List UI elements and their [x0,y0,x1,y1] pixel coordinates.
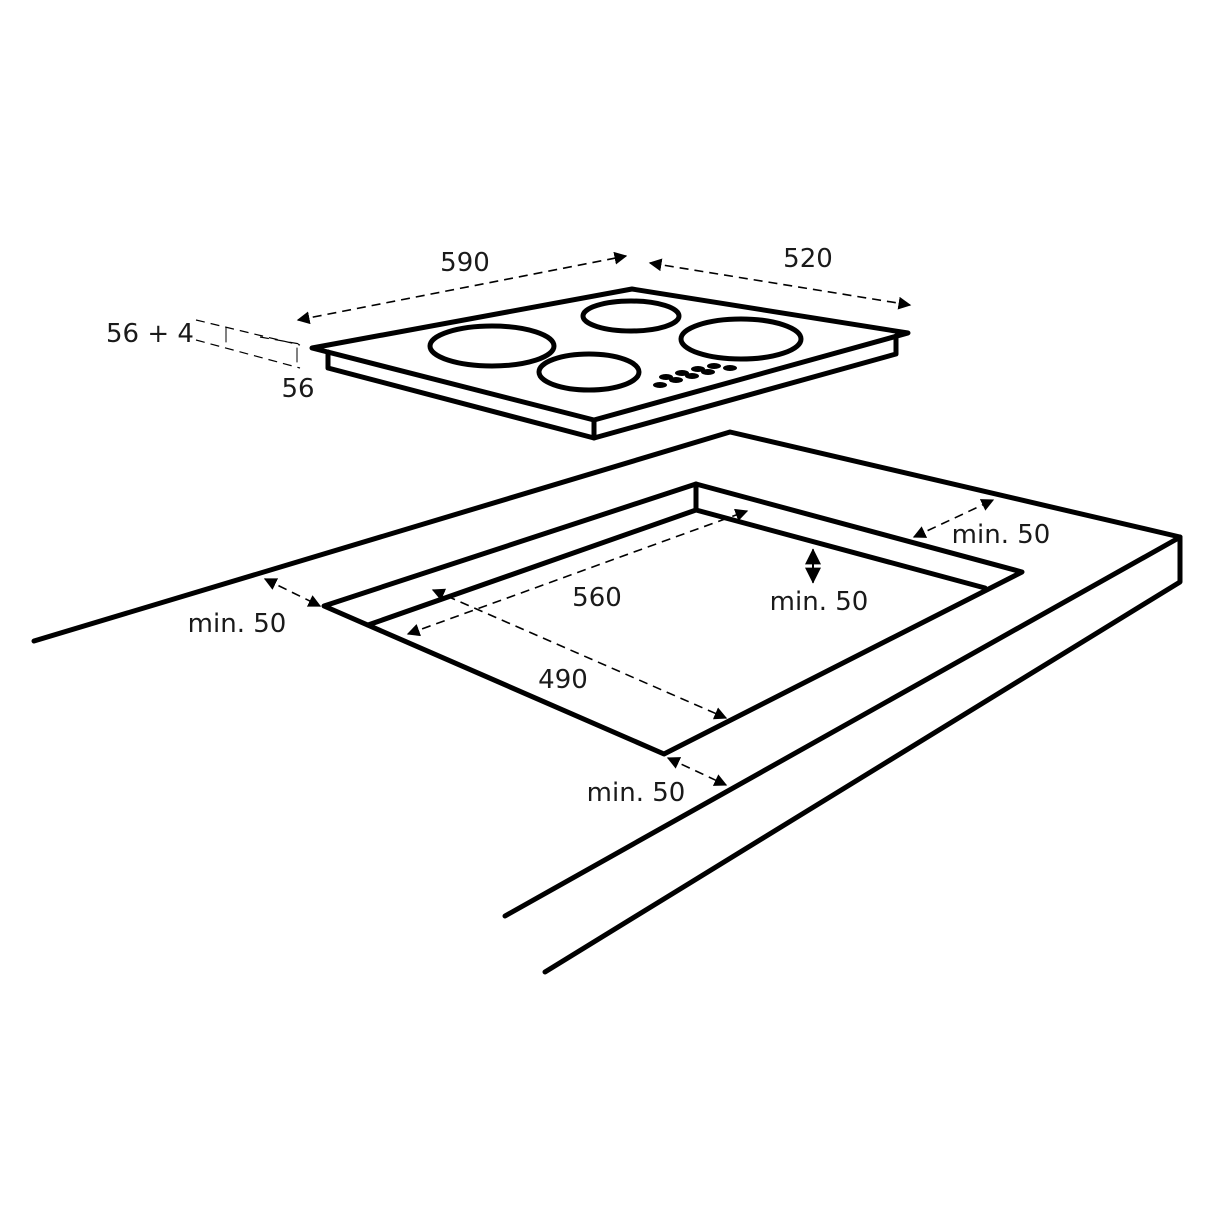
hob-left-side [325,349,597,441]
hob-right-side [591,333,899,441]
label-520: 520 [783,244,833,274]
dimension-lines [195,251,995,786]
burner-back [580,298,682,334]
control-dots [653,363,737,388]
burner-right [678,316,804,362]
label-min50-back: min. 50 [952,520,1051,550]
dim-thickness-ext-2 [195,339,301,369]
label-56-plus-4: 56 + 4 [106,319,194,349]
hob [309,286,911,441]
dim-thickness-ext-3 [259,336,301,345]
labels: 590 520 56 + 4 56 min. 50 560 min. 50 mi… [106,244,1050,808]
dim-min50-front [666,757,728,786]
dim-min50-left [263,578,322,607]
label-56: 56 [281,374,314,404]
worktop-front-edge [502,534,1183,975]
label-min50-side: min. 50 [770,587,869,617]
worktop-top-edge [31,429,1183,644]
dim-560 [406,508,749,637]
dim-490 [431,588,728,720]
label-min50-left: min. 50 [188,609,287,639]
label-490: 490 [538,665,588,695]
label-590: 590 [440,248,490,278]
cutout-inner-edge [365,507,988,628]
dim-thickness-ext-1 [195,319,301,346]
label-560: 560 [572,583,622,613]
burner-front [536,351,642,393]
burner-front-left [427,323,557,369]
worktop [31,429,1183,975]
label-min50-front: min. 50 [587,778,686,808]
dim-590 [296,251,628,325]
